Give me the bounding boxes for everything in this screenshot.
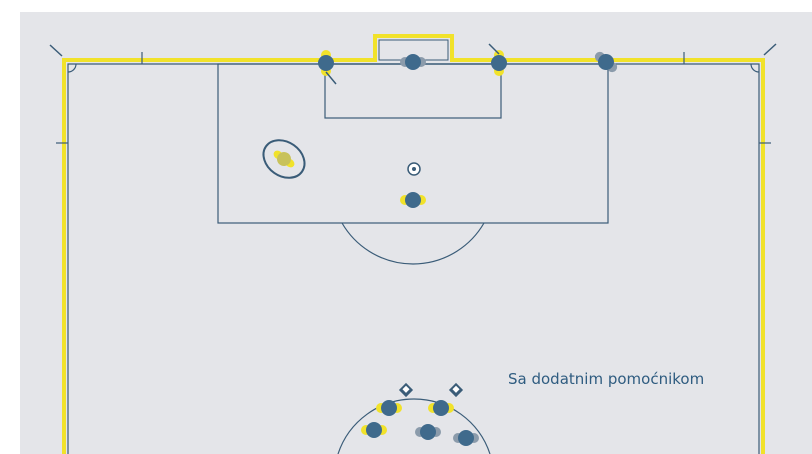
flag-icon bbox=[399, 383, 413, 397]
penalty-arc bbox=[342, 223, 484, 264]
corner-tick-right bbox=[764, 44, 776, 55]
diagram-caption: Sa dodatnim pomoćnikom bbox=[508, 370, 704, 388]
flag-stick-left bbox=[326, 72, 336, 84]
goal-area bbox=[325, 64, 501, 118]
goalkeeper bbox=[400, 54, 426, 70]
player-bottom-5 bbox=[453, 430, 479, 446]
player-bottom-3 bbox=[361, 422, 387, 438]
flag-stick-right bbox=[489, 44, 499, 54]
player-bottom-1 bbox=[376, 400, 402, 416]
corner-tick-left bbox=[50, 45, 62, 56]
touchline bbox=[68, 64, 759, 454]
field-boundary bbox=[64, 36, 763, 454]
player-bottom-2 bbox=[428, 400, 454, 416]
player-penalty bbox=[400, 192, 426, 208]
corner-arc-left bbox=[68, 64, 76, 72]
player-bottom-4 bbox=[415, 424, 441, 440]
ball-icon bbox=[408, 163, 420, 175]
corner-arc-right bbox=[751, 64, 759, 72]
referee bbox=[270, 146, 298, 171]
flag-icon bbox=[449, 383, 463, 397]
